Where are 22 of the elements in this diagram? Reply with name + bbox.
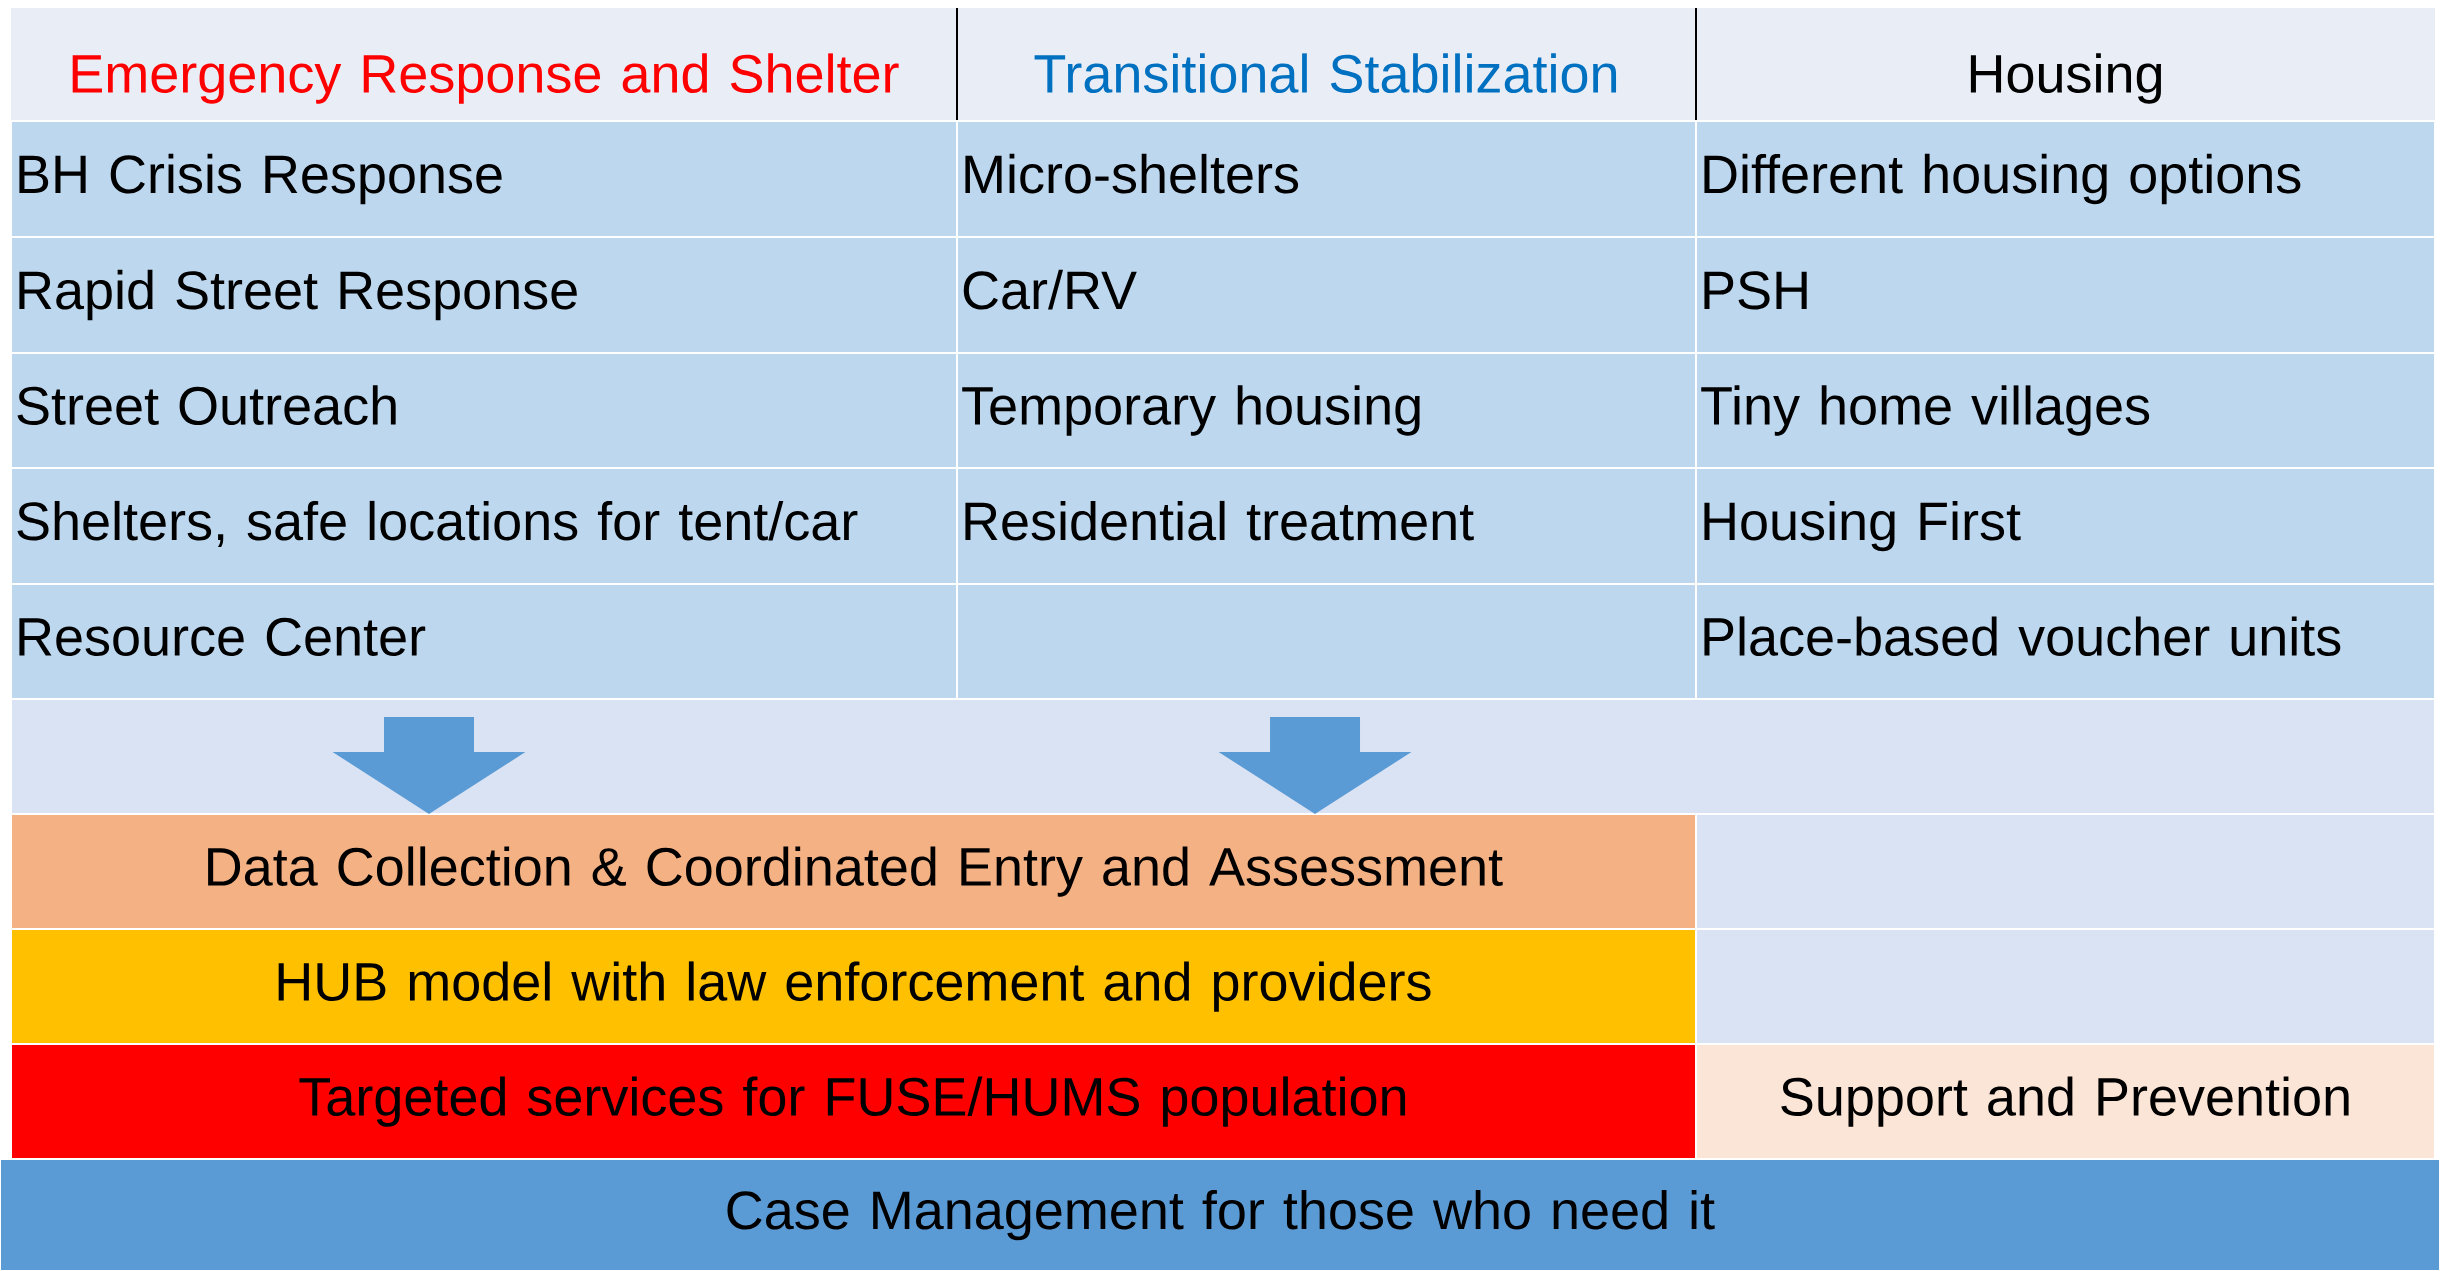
process-bar: HUB model with law enforcement and providers	[10, 928, 1698, 1045]
table-cell: Different housing options	[1695, 120, 2437, 238]
table-cell: Place-based voucher units	[1695, 583, 2437, 700]
table-cell: Resource Center	[10, 583, 958, 700]
table-cell: BH Crisis Response	[10, 120, 958, 238]
table-cell: Housing First	[1695, 467, 2437, 585]
table-cell: Rapid Street Response	[10, 236, 958, 354]
table-cell: PSH	[1695, 236, 2437, 354]
table-cell: Car/RV	[956, 236, 1698, 354]
header-text: Housing	[1970, 53, 2162, 104]
table-cell: Shelters, safe locations for tent/car	[10, 467, 958, 585]
header-text: Transitional Stabilization	[1034, 53, 1617, 94]
table-cell: Street Outreach	[10, 352, 958, 469]
process-bar: Targeted services for FUSE/HUMS population	[10, 1043, 1698, 1160]
process-bar: Case Management for those who need it	[0, 1158, 2440, 1271]
table-cell: Residential treatment	[956, 467, 1698, 585]
process-bar: Data Collection & Coordinated Entry and Assessment	[10, 813, 1698, 930]
process-bar: Support and Prevention	[1695, 1043, 2437, 1160]
table-cell: Micro-shelters	[956, 120, 1698, 238]
table-cell: Temporary housing	[956, 352, 1698, 469]
table-cell: Tiny home villages	[1695, 352, 2437, 469]
header-text: Emergency Response and Shelter	[72, 53, 899, 104]
